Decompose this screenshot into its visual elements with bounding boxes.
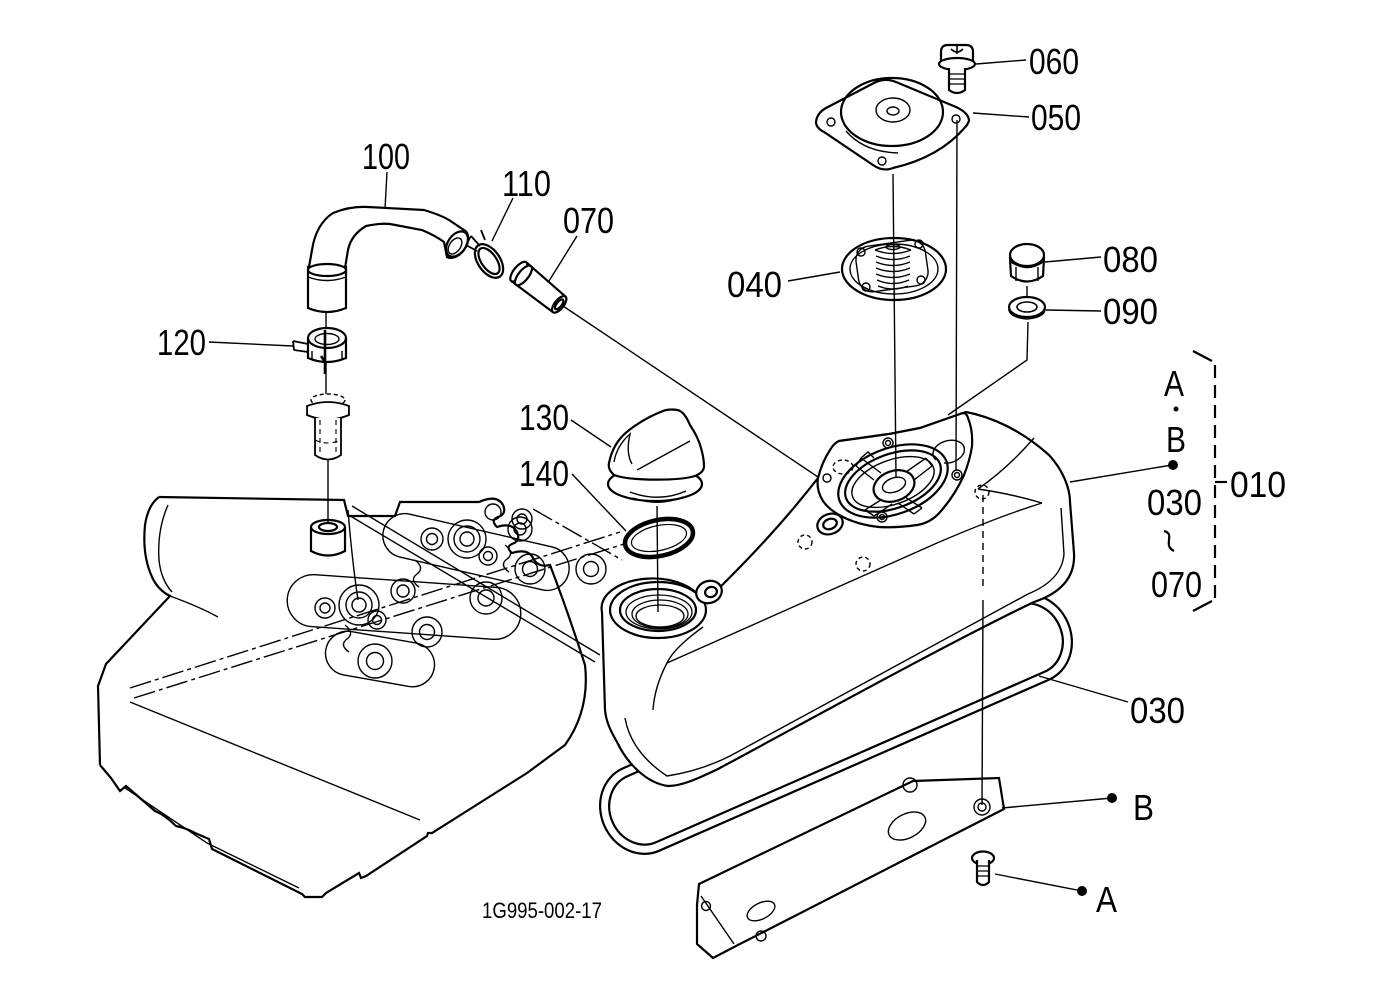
svg-text:030: 030: [1147, 482, 1202, 523]
svg-text:A: A: [1096, 879, 1117, 920]
svg-text:080: 080: [1103, 239, 1158, 280]
svg-text:070: 070: [563, 200, 614, 241]
svg-text:060: 060: [1029, 41, 1079, 82]
svg-text:070: 070: [1151, 564, 1202, 605]
svg-text:010: 010: [1230, 464, 1286, 505]
svg-text:120: 120: [157, 322, 206, 363]
svg-text:030: 030: [1130, 690, 1185, 731]
svg-text:040: 040: [727, 264, 782, 305]
svg-text:1G995-002-17: 1G995-002-17: [482, 898, 602, 923]
svg-text:B: B: [1133, 787, 1154, 828]
svg-text:050: 050: [1031, 97, 1081, 138]
svg-text:130: 130: [519, 397, 569, 438]
svg-text:140: 140: [519, 453, 569, 494]
svg-text:100: 100: [362, 136, 410, 177]
svg-text:090: 090: [1103, 291, 1158, 332]
svg-text:A: A: [1164, 363, 1184, 404]
svg-text:110: 110: [502, 163, 551, 204]
svg-text:B: B: [1166, 419, 1186, 460]
